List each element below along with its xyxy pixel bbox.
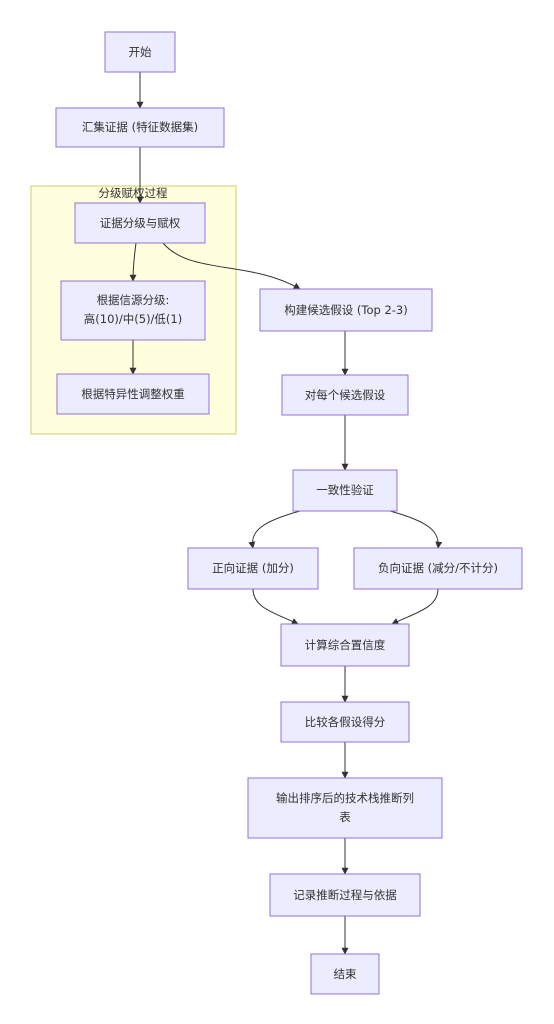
node-confidence-label: 计算综合置信度 bbox=[305, 638, 386, 652]
node-positive-evidence: 正向证据 (加分) bbox=[187, 547, 319, 590]
edge-grade-source bbox=[129, 242, 137, 282]
node-end: 结束 bbox=[310, 953, 380, 995]
node-output-list-label-line1: 输出排序后的技术栈推断列 bbox=[276, 791, 414, 805]
node-source-grading: 根据信源分级: 高(10)/中(5)/低(1) bbox=[60, 280, 206, 341]
node-consistency-check-label: 一致性验证 bbox=[316, 483, 374, 497]
node-each-hypothesis: 对每个候选假设 bbox=[281, 374, 409, 416]
node-negative-evidence: 负向证据 (减分/不计分) bbox=[353, 547, 523, 590]
node-specificity-weight: 根据特异性调整权重 bbox=[56, 373, 210, 415]
node-each-hypothesis-label: 对每个候选假设 bbox=[305, 388, 386, 402]
node-negative-evidence-label: 负向证据 (减分/不计分) bbox=[378, 561, 498, 575]
node-grade-weight: 证据分级与赋权 bbox=[74, 202, 206, 244]
node-collect-evidence: 汇集证据 (特征数据集) bbox=[55, 107, 225, 148]
node-record-process: 记录推断过程与依据 bbox=[269, 873, 421, 917]
node-end-label: 结束 bbox=[334, 967, 357, 981]
edge-positive-confidence bbox=[252, 588, 299, 625]
cluster-label: 分级赋权过程 bbox=[99, 186, 168, 200]
node-build-hypotheses-label: 构建候选假设 (Top 2-3) bbox=[284, 303, 407, 317]
node-confidence: 计算综合置信度 bbox=[280, 623, 410, 667]
node-output-list: 输出排序后的技术栈推断列 表 bbox=[247, 777, 443, 839]
node-positive-evidence-label: 正向证据 (加分) bbox=[212, 561, 294, 575]
node-source-grading-label-line1: 根据信源分级: bbox=[97, 293, 170, 307]
node-grade-weight-label: 证据分级与赋权 bbox=[100, 216, 181, 230]
node-start: 开始 bbox=[104, 31, 176, 73]
edge-grade-hypotheses bbox=[162, 242, 301, 290]
node-compare-scores: 比较各假设得分 bbox=[280, 701, 410, 743]
node-specificity-weight-label: 根据特异性调整权重 bbox=[81, 387, 185, 401]
node-consistency-check: 一致性验证 bbox=[292, 469, 398, 512]
node-compare-scores-label: 比较各假设得分 bbox=[305, 715, 386, 729]
node-record-process-label: 记录推断过程与依据 bbox=[293, 888, 397, 902]
node-start-label: 开始 bbox=[129, 45, 152, 59]
edge-consistency-positive bbox=[248, 510, 301, 549]
node-build-hypotheses: 构建候选假设 (Top 2-3) bbox=[259, 288, 433, 332]
edge-consistency-negative bbox=[389, 510, 443, 549]
node-output-list-label-line2: 表 bbox=[339, 810, 351, 824]
node-collect-evidence-label: 汇集证据 (特征数据集) bbox=[82, 120, 198, 134]
node-source-grading-label-line2: 高(10)/中(5)/低(1) bbox=[84, 312, 182, 326]
edges bbox=[129, 72, 443, 955]
edge-negative-confidence bbox=[391, 588, 439, 625]
